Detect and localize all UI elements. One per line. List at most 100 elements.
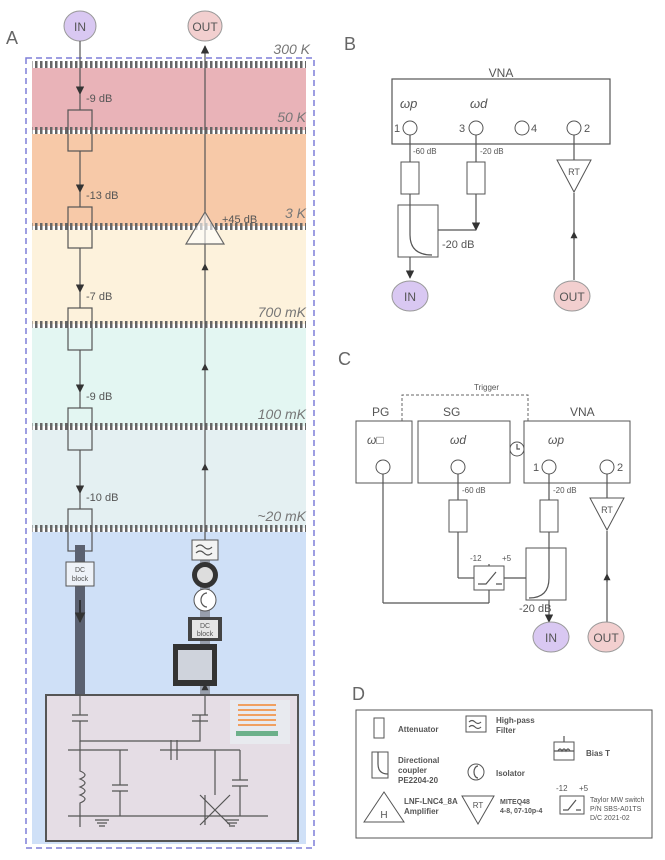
attenuator-b-1: [400, 161, 420, 195]
isolator-2-a: [193, 588, 217, 612]
coupler-b: [397, 204, 439, 258]
panel-label-d: D: [352, 684, 365, 704]
sg-box: [417, 420, 511, 484]
stage-band-mid: [32, 430, 306, 528]
switch-pos-c: +5: [502, 554, 512, 563]
ground-symbols: [95, 819, 239, 827]
rt-label-c: RT: [601, 505, 613, 515]
plate-300k: [32, 61, 306, 68]
port-label-2-b: 2: [584, 123, 590, 135]
legend-amp-icon: [363, 791, 405, 823]
rt-label-b: RT: [568, 167, 580, 177]
port-1-b: [402, 120, 418, 136]
atten-label-1: -9 dB: [86, 93, 112, 105]
rt-amp-b: [556, 159, 592, 194]
coupler-label-c: -20 dB: [519, 603, 551, 615]
svg-text:block: block: [197, 631, 214, 638]
svg-text:DC: DC: [200, 623, 210, 630]
att1-label-b: -60 dB: [413, 147, 437, 156]
circuit: [68, 695, 268, 827]
vna-title-b: VNA: [489, 66, 514, 80]
vna-title-c: VNA: [570, 405, 595, 419]
legend-switch-1: Taylor MW switch: [590, 797, 645, 804]
coupler-c: [525, 547, 567, 601]
svg-text:DC: DC: [75, 567, 85, 574]
trigger-label: Trigger: [474, 383, 499, 392]
sg-title: SG: [443, 405, 460, 419]
legend-miteq-1: MITEQ48: [500, 799, 530, 806]
port-1-c: [541, 459, 557, 475]
temp-700mk: 700 mK: [258, 304, 307, 320]
legend-switch-3: D/C 2021-02: [590, 815, 630, 822]
out-label-b: OUT: [559, 290, 585, 304]
att2-label-b: -20 dB: [480, 147, 504, 156]
temp-300k: 300 K: [273, 41, 310, 57]
panel-label-a: A: [6, 28, 18, 48]
legend-isolator-icon: [467, 763, 485, 781]
legend-miteq-2: 4-8, 07-10p-4: [500, 808, 543, 815]
switch-neg-c: -12: [470, 554, 482, 563]
temp-20mk: ~20 mK: [257, 508, 306, 524]
atten-label-4: -9 dB: [86, 391, 112, 403]
out-label-c: OUT: [593, 631, 619, 645]
out-node-a: [187, 10, 223, 42]
legend-switch-2: P/N SBS-A01TS: [590, 806, 642, 813]
temp-50k: 50 K: [277, 109, 306, 125]
legend-switch-neg: -12: [556, 784, 568, 793]
plate-50k: [32, 127, 306, 134]
wp-label-b: ωp: [400, 96, 417, 111]
port-4-b: [514, 120, 530, 136]
port-label-1-b: 1: [394, 123, 400, 135]
stage-band-100mk: [32, 328, 306, 426]
wd-label-b: ωd: [470, 96, 488, 111]
in-node-c: [532, 621, 570, 653]
trigger-line: [401, 394, 529, 421]
legend-hp-filter-2: Filter: [496, 726, 516, 735]
legend-switch-pos: +5: [579, 784, 589, 793]
amplifier-a: [184, 210, 226, 245]
legend-amp-1: LNF-LNC4_8A: [404, 797, 458, 806]
legend-coupler-icon: [371, 751, 389, 779]
out-node-c: [587, 621, 625, 653]
in-label-a: IN: [74, 20, 86, 34]
switch-c: [473, 565, 505, 591]
in-label-c: IN: [545, 631, 557, 645]
vna-box-c: [523, 420, 631, 484]
legend-coupler-1: Directional: [398, 756, 439, 765]
attenuator-b-2: [466, 161, 486, 195]
legend-bias-t: Bias T: [586, 749, 610, 758]
legend-box: [355, 709, 653, 839]
in-label-b: IN: [404, 290, 416, 304]
out-node-b: [553, 280, 591, 312]
legend-isolator: Isolator: [496, 769, 525, 778]
legend-coupler-3: PE2204-20: [398, 776, 439, 785]
wp-label-c: ωp: [548, 433, 564, 447]
plate-20mk: [32, 525, 306, 532]
port-2-c: [599, 459, 615, 475]
w-box-label: ω□: [367, 433, 384, 447]
legend-coupler-2: coupler: [398, 766, 427, 775]
legend-hp-filter-1: High-pass: [496, 716, 535, 725]
port-3-b: [468, 120, 484, 136]
port-label-1-c: 1: [533, 462, 539, 474]
amp-gain-label: +45 dB: [222, 214, 257, 226]
temp-3k: 3 K: [285, 205, 307, 221]
device-stripes: [236, 704, 278, 736]
att1-label-c: -60 dB: [462, 486, 486, 495]
legend-rt-label: RT: [473, 801, 484, 810]
port-2-b: [566, 120, 582, 136]
stage-band-3k: [32, 134, 306, 226]
pg-port: [375, 459, 391, 475]
att2-label-c: -20 dB: [553, 486, 577, 495]
legend-attenuator-icon: [373, 717, 385, 739]
legend-rt-icon: [461, 795, 495, 826]
plate-3k: [32, 223, 306, 230]
in-node-b: [391, 280, 429, 312]
fridge-outline: [25, 57, 315, 849]
atten-label-3: -7 dB: [86, 291, 112, 303]
legend-amp-2: Amplifier: [404, 807, 439, 816]
panel-label-c: C: [338, 349, 351, 369]
atten-label-5: -10 dB: [86, 492, 118, 504]
port-label-4-b: 4: [531, 123, 537, 135]
